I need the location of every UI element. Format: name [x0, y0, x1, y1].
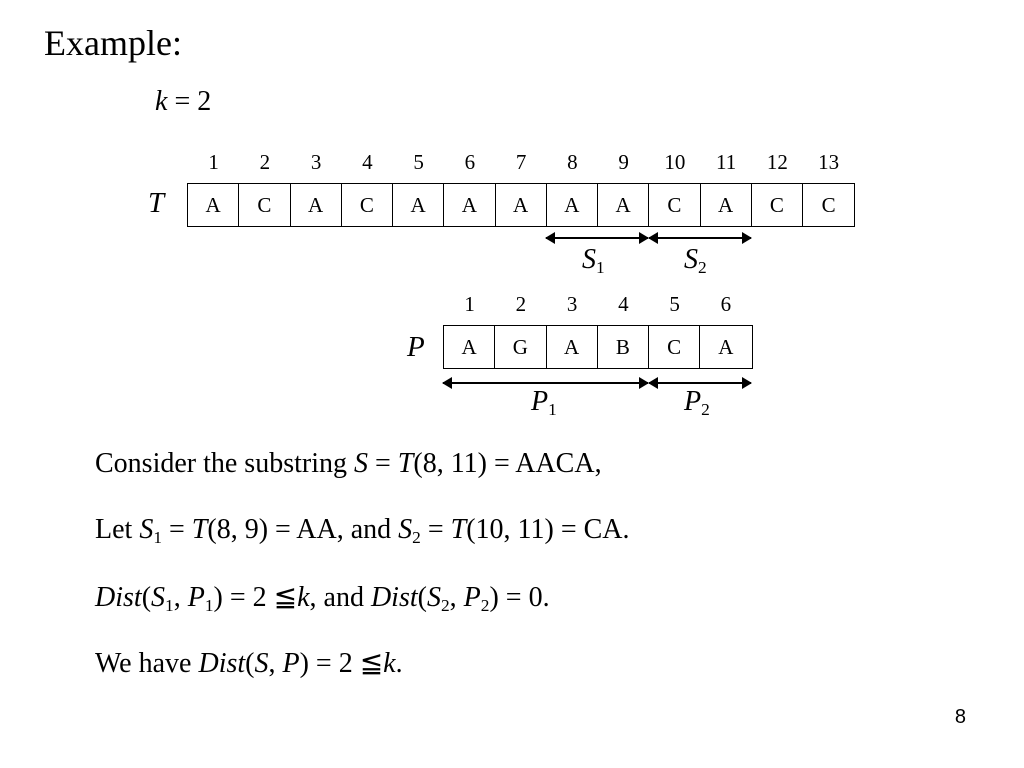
p-index: 4 — [618, 292, 629, 316]
t-index: 4 — [362, 150, 373, 174]
t-cell: A — [393, 184, 445, 226]
slide-title: Example: — [44, 23, 182, 63]
t-cell: A — [701, 184, 752, 226]
t-index: 11 — [716, 150, 737, 174]
p-cell: A — [444, 326, 496, 368]
t-cell: A — [444, 184, 496, 226]
t-index: 2 — [259, 150, 271, 174]
p-cells: A G A B C A — [443, 325, 753, 369]
p2-span-arrow — [648, 377, 752, 389]
t-cells: A C A C A A A A A C A C C — [187, 183, 856, 227]
line-dist-values: Dist(S1, P1) = 2 ≦k, and Dist(S2, P2) = … — [95, 582, 550, 616]
s1-label: S1 — [582, 244, 605, 278]
t-index: 10 — [664, 150, 686, 174]
t-cell: A — [598, 184, 650, 226]
t-cell: A — [188, 184, 240, 226]
t-index: 1 — [208, 150, 219, 174]
t-index: 7 — [515, 150, 527, 174]
k-equation: k = 2 — [155, 86, 212, 117]
p-index: 6 — [720, 292, 732, 316]
s2-label: S2 — [684, 244, 707, 278]
p-cell: A — [718, 334, 734, 359]
page-number: 8 — [954, 706, 966, 728]
p-index-row: 1 2 3 4 5 6 — [444, 292, 752, 317]
t-index: 9 — [618, 150, 629, 174]
t-cell: C — [649, 184, 701, 226]
p-cell: C — [649, 326, 701, 368]
t-index: 13 — [818, 150, 840, 174]
s2-span-arrow — [648, 232, 752, 244]
p1-label: P1 — [531, 386, 557, 420]
t-cell: C — [752, 184, 803, 226]
p-index: 5 — [669, 292, 680, 316]
p-index: 2 — [515, 292, 527, 316]
p-index: 3 — [566, 292, 578, 316]
t-cell: C — [342, 184, 393, 226]
t-index: 12 — [766, 150, 788, 174]
p2-label: P2 — [684, 386, 710, 420]
t-index: 5 — [413, 150, 424, 174]
t-cell: A — [496, 184, 547, 226]
t-label: T — [148, 187, 165, 219]
p-cell: B — [598, 326, 649, 368]
t-index-row: 1 2 3 4 5 6 7 8 9 10 11 12 13 — [188, 150, 854, 175]
t-index: 3 — [310, 150, 322, 174]
line-consider-substring: Consider the substring S = T(8, 11) = AA… — [95, 448, 602, 479]
t-cell: C — [821, 192, 836, 217]
p-index: 1 — [464, 292, 475, 316]
t-cell: A — [291, 184, 342, 226]
t-index: 8 — [567, 150, 578, 174]
p-cell: A — [547, 326, 598, 368]
p1-span-arrow — [442, 377, 649, 389]
t-index: 6 — [464, 150, 476, 174]
t-cell: A — [547, 184, 598, 226]
line-conclusion: We have Dist(S, P) = 2 ≦k. — [95, 648, 403, 679]
t-cell: C — [239, 184, 291, 226]
line-let-s1-s2: Let S1 = T(8, 9) = AA, and S2 = T(10, 11… — [95, 514, 630, 548]
s1-span-arrow — [545, 232, 649, 244]
p-cell: G — [495, 326, 547, 368]
p-label: P — [407, 331, 425, 363]
